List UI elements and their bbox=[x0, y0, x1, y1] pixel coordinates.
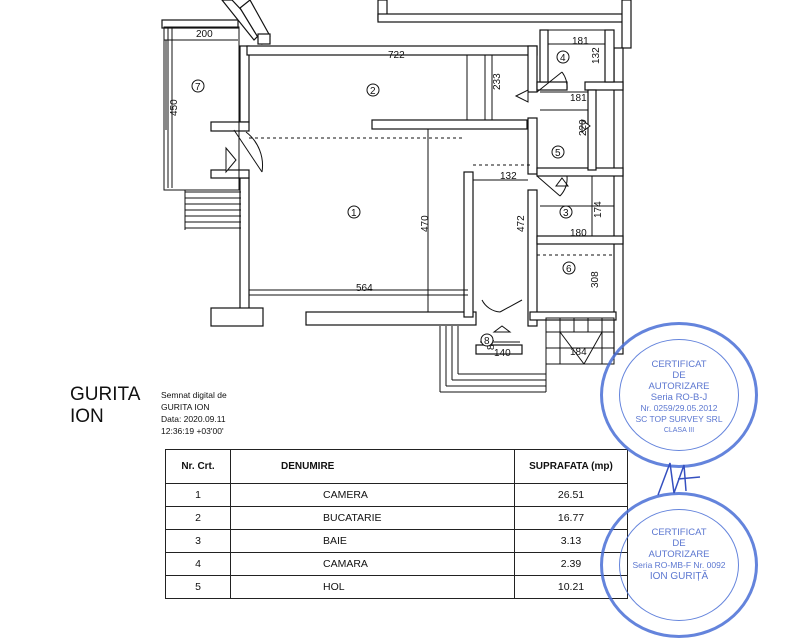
stamp-text: SC TOP SURVEY SRL bbox=[635, 414, 723, 424]
dimension-label: 140 bbox=[494, 348, 511, 359]
table-row: 1 CAMERA 26.51 bbox=[165, 483, 628, 507]
room-marker-1: 1 bbox=[347, 205, 361, 219]
dimension-label: 564 bbox=[356, 283, 373, 294]
stamp-text: DE bbox=[672, 538, 686, 549]
balcony-outline bbox=[163, 26, 240, 191]
floor-plan: 200 722 450 233 181 132 181 220 132 174 … bbox=[161, 0, 632, 393]
svg-text:5: 5 bbox=[555, 148, 561, 159]
stairs-left bbox=[184, 190, 241, 230]
dimension-labels: 200 722 450 233 181 132 181 220 132 174 … bbox=[169, 29, 604, 359]
room-marker-7: 7 bbox=[191, 79, 205, 93]
cell-name: CAMERA bbox=[230, 483, 515, 507]
signer-name-line2: ION bbox=[70, 406, 104, 427]
cell-area: 26.51 bbox=[514, 483, 628, 507]
signature-line: 12:36:19 +03'00' bbox=[161, 426, 224, 436]
stamp-text: CLASA III bbox=[663, 427, 695, 434]
stamp-text: AUTORIZARE bbox=[648, 381, 710, 392]
dimension-label: 174 bbox=[593, 201, 604, 218]
dimension-label: 220 bbox=[578, 119, 589, 136]
digital-signature: Semnat digital de GURITA ION Data: 2020.… bbox=[161, 389, 227, 437]
column-header-nr: Nr. Crt. bbox=[165, 449, 231, 484]
stamp-text: CERTIFICAT bbox=[651, 527, 707, 538]
stamp-text: Seria RO-MB-F Nr. 0092 bbox=[632, 560, 726, 570]
dimension-label: 472 bbox=[516, 215, 527, 232]
room-markers: 1 2 3 4 5 6 7 8 bbox=[191, 50, 576, 347]
svg-text:1: 1 bbox=[351, 208, 357, 219]
dimension-label: 470 bbox=[420, 215, 431, 232]
svg-text:6: 6 bbox=[566, 264, 572, 275]
interior-doors bbox=[480, 71, 591, 343]
dimension-label: 450 bbox=[169, 99, 180, 116]
svg-text:2: 2 bbox=[370, 86, 376, 97]
room-marker-5: 5 bbox=[551, 145, 565, 159]
table-row: 3 BAIE 3.13 bbox=[165, 529, 628, 553]
diagonal-wall bbox=[221, 0, 271, 45]
signer-name-line1: GURITA bbox=[70, 384, 141, 405]
column-header-name: DENUMIRE bbox=[230, 449, 515, 484]
cell-nr: 5 bbox=[165, 575, 231, 599]
room-areas-table: Nr. Crt. DENUMIRE SUPRAFATA (mp) 1 CAMER… bbox=[165, 449, 628, 599]
signature-line: GURITA ION bbox=[161, 402, 210, 412]
outer-walls bbox=[161, 0, 632, 355]
signer-name: GURITA ION bbox=[70, 384, 140, 428]
room-marker-4: 4 bbox=[556, 50, 570, 64]
room-marker-3: 3 bbox=[559, 205, 573, 219]
authorization-stamp-bottom: CERTIFICAT DE AUTORIZARE Seria RO-MB-F N… bbox=[600, 492, 758, 638]
cell-nr: 3 bbox=[165, 529, 231, 553]
dimension-label: 181 bbox=[572, 36, 589, 47]
table-row: 5 HOL 10.21 bbox=[165, 575, 628, 599]
cell-name: BUCATARIE bbox=[230, 506, 515, 530]
cell-nr: 1 bbox=[165, 483, 231, 507]
table-row: 2 BUCATARIE 16.77 bbox=[165, 506, 628, 530]
cell-nr: 2 bbox=[165, 506, 231, 530]
stamp-text: AUTORIZARE bbox=[648, 549, 710, 560]
dimension-label: 233 bbox=[492, 73, 503, 90]
cell-name: HOL bbox=[230, 575, 515, 599]
signature-line: Semnat digital de bbox=[161, 390, 227, 400]
dimension-label: 308 bbox=[590, 271, 601, 288]
table-header-row: Nr. Crt. DENUMIRE SUPRAFATA (mp) bbox=[165, 449, 628, 484]
room-marker-6: 6 bbox=[562, 261, 576, 275]
dimension-label: 200 bbox=[196, 29, 213, 40]
interior-lines bbox=[249, 29, 614, 312]
svg-text:7: 7 bbox=[195, 82, 201, 93]
dimension-label: 184 bbox=[570, 347, 587, 358]
entrance-door bbox=[225, 129, 263, 174]
dimension-label: 132 bbox=[591, 47, 602, 64]
svg-text:8: 8 bbox=[484, 336, 490, 347]
room-marker-2: 2 bbox=[366, 83, 380, 97]
column-header-area: SUPRAFATA (mp) bbox=[514, 449, 628, 484]
svg-text:3: 3 bbox=[563, 208, 569, 219]
stamp-text: Seria RO-B-J bbox=[650, 392, 708, 403]
cell-name: BAIE bbox=[230, 529, 515, 553]
cell-nr: 4 bbox=[165, 552, 231, 576]
svg-text:4: 4 bbox=[560, 53, 566, 64]
authorization-stamp-top: CERTIFICAT DE AUTORIZARE Seria RO-B-J Nr… bbox=[600, 322, 758, 468]
stamp-text: DE bbox=[672, 370, 686, 381]
stamp-text: CERTIFICAT bbox=[651, 359, 707, 370]
cell-name: CAMARA bbox=[230, 552, 515, 576]
stairs-bottom bbox=[439, 326, 547, 393]
dimension-label: 181 bbox=[570, 93, 587, 104]
dimension-label: 180 bbox=[570, 228, 587, 239]
stairs-interior bbox=[545, 317, 615, 365]
dimension-label: 722 bbox=[388, 50, 405, 61]
dimension-label: 132 bbox=[500, 171, 517, 182]
signature-line: Data: 2020.09.11 bbox=[161, 414, 226, 424]
table-row: 4 CAMARA 2.39 bbox=[165, 552, 628, 576]
handwritten-signature bbox=[657, 462, 701, 496]
stamp-text: Nr. 0259/29.05.2012 bbox=[640, 403, 718, 413]
stamp-text: ION GURIȚĂ bbox=[649, 571, 709, 582]
room-marker-8: 8 bbox=[480, 333, 494, 347]
